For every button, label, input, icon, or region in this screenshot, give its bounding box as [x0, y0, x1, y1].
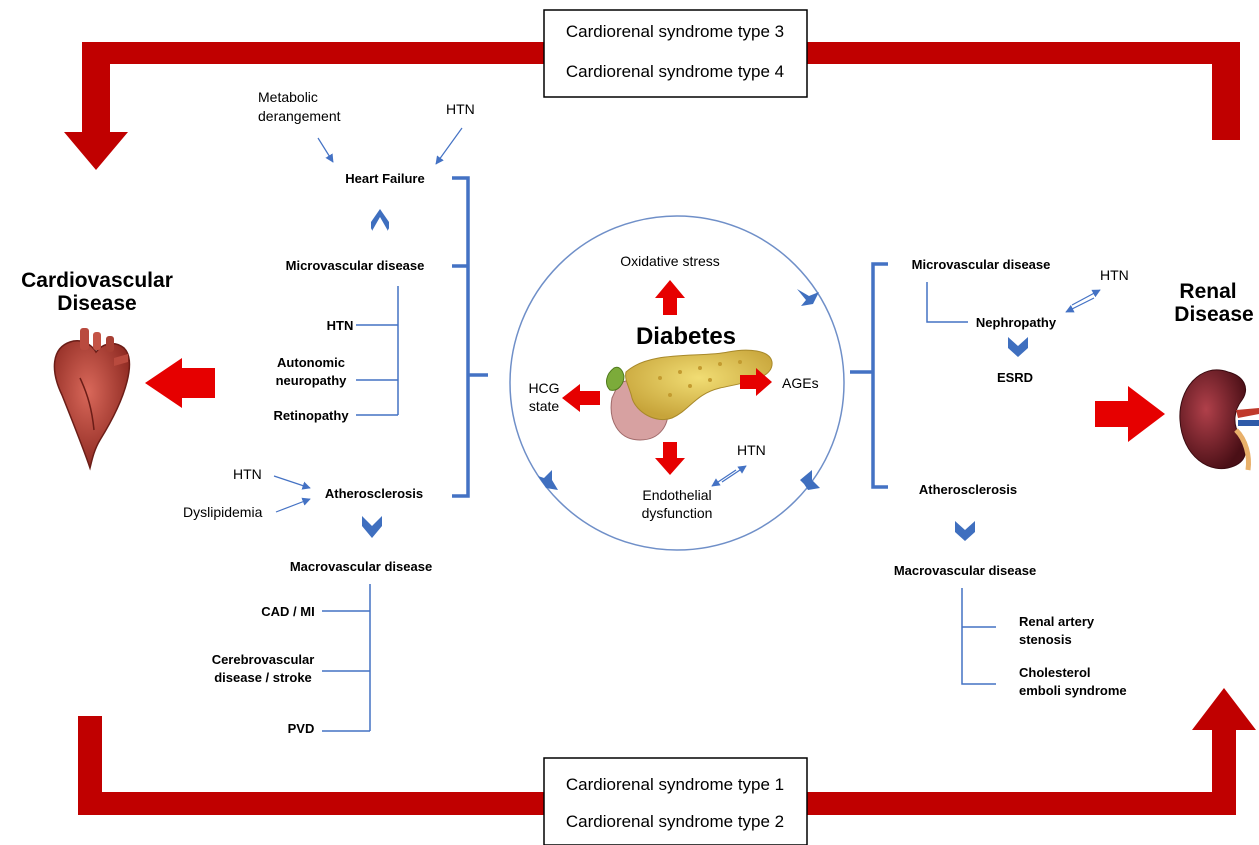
syndrome-type-4-label: Cardiorenal syndrome type 4	[566, 62, 784, 81]
right-htn-label: HTN	[1100, 267, 1129, 283]
htn-athero-label: HTN	[233, 466, 262, 482]
right-macro-tree-lines	[961, 588, 996, 685]
left-macrovascular-label: Macrovascular disease	[290, 559, 432, 574]
oxidative-stress-label: Oxidative stress	[620, 253, 720, 269]
hcg-label-2: state	[529, 398, 560, 414]
htn-down-arrow	[711, 469, 737, 487]
right-red-arrow	[740, 368, 772, 396]
diabetes-cycle-circle	[509, 215, 845, 551]
cad-label: CAD / MI	[261, 604, 314, 619]
down-chevron-icon	[362, 516, 382, 538]
right-microvascular-label: Microvascular disease	[912, 257, 1051, 272]
right-macrovascular-label: Macrovascular disease	[894, 563, 1036, 578]
ras-label-1: Renal artery	[1019, 614, 1095, 629]
left-microvascular-label: Microvascular disease	[286, 258, 425, 273]
syndrome-type-1-label: Cardiorenal syndrome type 1	[566, 775, 784, 794]
cycle-chevron-top-right	[797, 289, 819, 306]
left-red-arrow	[562, 384, 600, 412]
renal-title-line1: Renal	[1179, 280, 1236, 303]
right-bracket	[850, 262, 888, 489]
right-htn-up-arrow	[1071, 289, 1101, 306]
diabetes-title: Diabetes	[636, 323, 736, 350]
nephropathy-label: Nephropathy	[976, 315, 1057, 330]
endothelial-label-1: Endothelial	[642, 487, 711, 503]
cycle-chevron-bottom-right	[800, 470, 820, 490]
down-red-arrow	[655, 442, 685, 475]
syndrome-box-bottom: Cardiorenal syndrome type 1 Cardiorenal …	[543, 757, 808, 845]
metabolic-label-1: Metabolic	[258, 89, 318, 105]
metabolic-arrow	[317, 137, 334, 163]
cerebro-label-1: Cerebrovascular	[212, 652, 315, 667]
ras-label-2: stenosis	[1019, 632, 1072, 647]
arrow-to-kidney	[1095, 386, 1165, 442]
cardio-title-line1: Cardiovascular	[21, 269, 173, 292]
endothelial-label-2: dysfunction	[642, 505, 713, 521]
kidney-icon	[1179, 369, 1259, 471]
syndrome-box-top: Cardiorenal syndrome type 3 Cardiorenal …	[543, 9, 808, 98]
ages-label: AGEs	[782, 375, 819, 391]
dyslipidemia-arrow	[275, 497, 311, 513]
left-atherosclerosis-label: Atherosclerosis	[325, 486, 423, 501]
heart-failure-label: Heart Failure	[345, 171, 424, 186]
right-atherosclerosis-label: Atherosclerosis	[919, 482, 1017, 497]
nephropathy-tree-line	[926, 282, 968, 323]
right-htn-down-arrow	[1065, 297, 1095, 313]
htn-top-label: HTN	[446, 101, 475, 117]
cardio-title-line2: Disease	[57, 292, 136, 315]
retinopathy-label: Retinopathy	[273, 408, 349, 423]
cerebro-label-2: disease / stroke	[214, 670, 312, 685]
up-red-arrow	[655, 280, 685, 315]
htn-top-arrow	[435, 127, 463, 165]
htn-up-arrow	[721, 465, 747, 483]
cycle-chevron-bottom-left	[538, 470, 558, 490]
pancreas-icon	[606, 349, 773, 441]
renal-title-line2: Disease	[1174, 303, 1253, 326]
dyslipidemia-label: Dyslipidemia	[183, 504, 263, 520]
bottom-loop-arrow	[78, 688, 1256, 815]
syndrome-type-2-label: Cardiorenal syndrome type 2	[566, 812, 784, 831]
left-bracket	[452, 176, 488, 498]
autonomic-label-2: neuropathy	[276, 373, 348, 388]
macro-tree-lines	[322, 584, 371, 732]
autonomic-label-1: Autonomic	[277, 355, 345, 370]
left-htn-label: HTN	[327, 318, 354, 333]
syndrome-type-3-label: Cardiorenal syndrome type 3	[566, 22, 784, 41]
top-loop-arrow	[64, 42, 1240, 170]
arrow-to-cardio	[145, 358, 215, 408]
ces-label-2: emboli syndrome	[1019, 683, 1127, 698]
heart-icon	[53, 328, 131, 471]
athero-down-chevron-icon	[955, 521, 975, 541]
ces-label-1: Cholesterol	[1019, 665, 1091, 680]
metabolic-label-2: derangement	[258, 108, 341, 124]
esrd-label: ESRD	[997, 370, 1033, 385]
pvd-label: PVD	[288, 721, 315, 736]
nephropathy-down-chevron-icon	[1008, 337, 1028, 357]
center-htn-label: HTN	[737, 442, 766, 458]
hcg-label-1: HCG	[528, 380, 559, 396]
micro-tree-lines	[356, 286, 399, 416]
htn-athero-arrow	[273, 475, 311, 490]
